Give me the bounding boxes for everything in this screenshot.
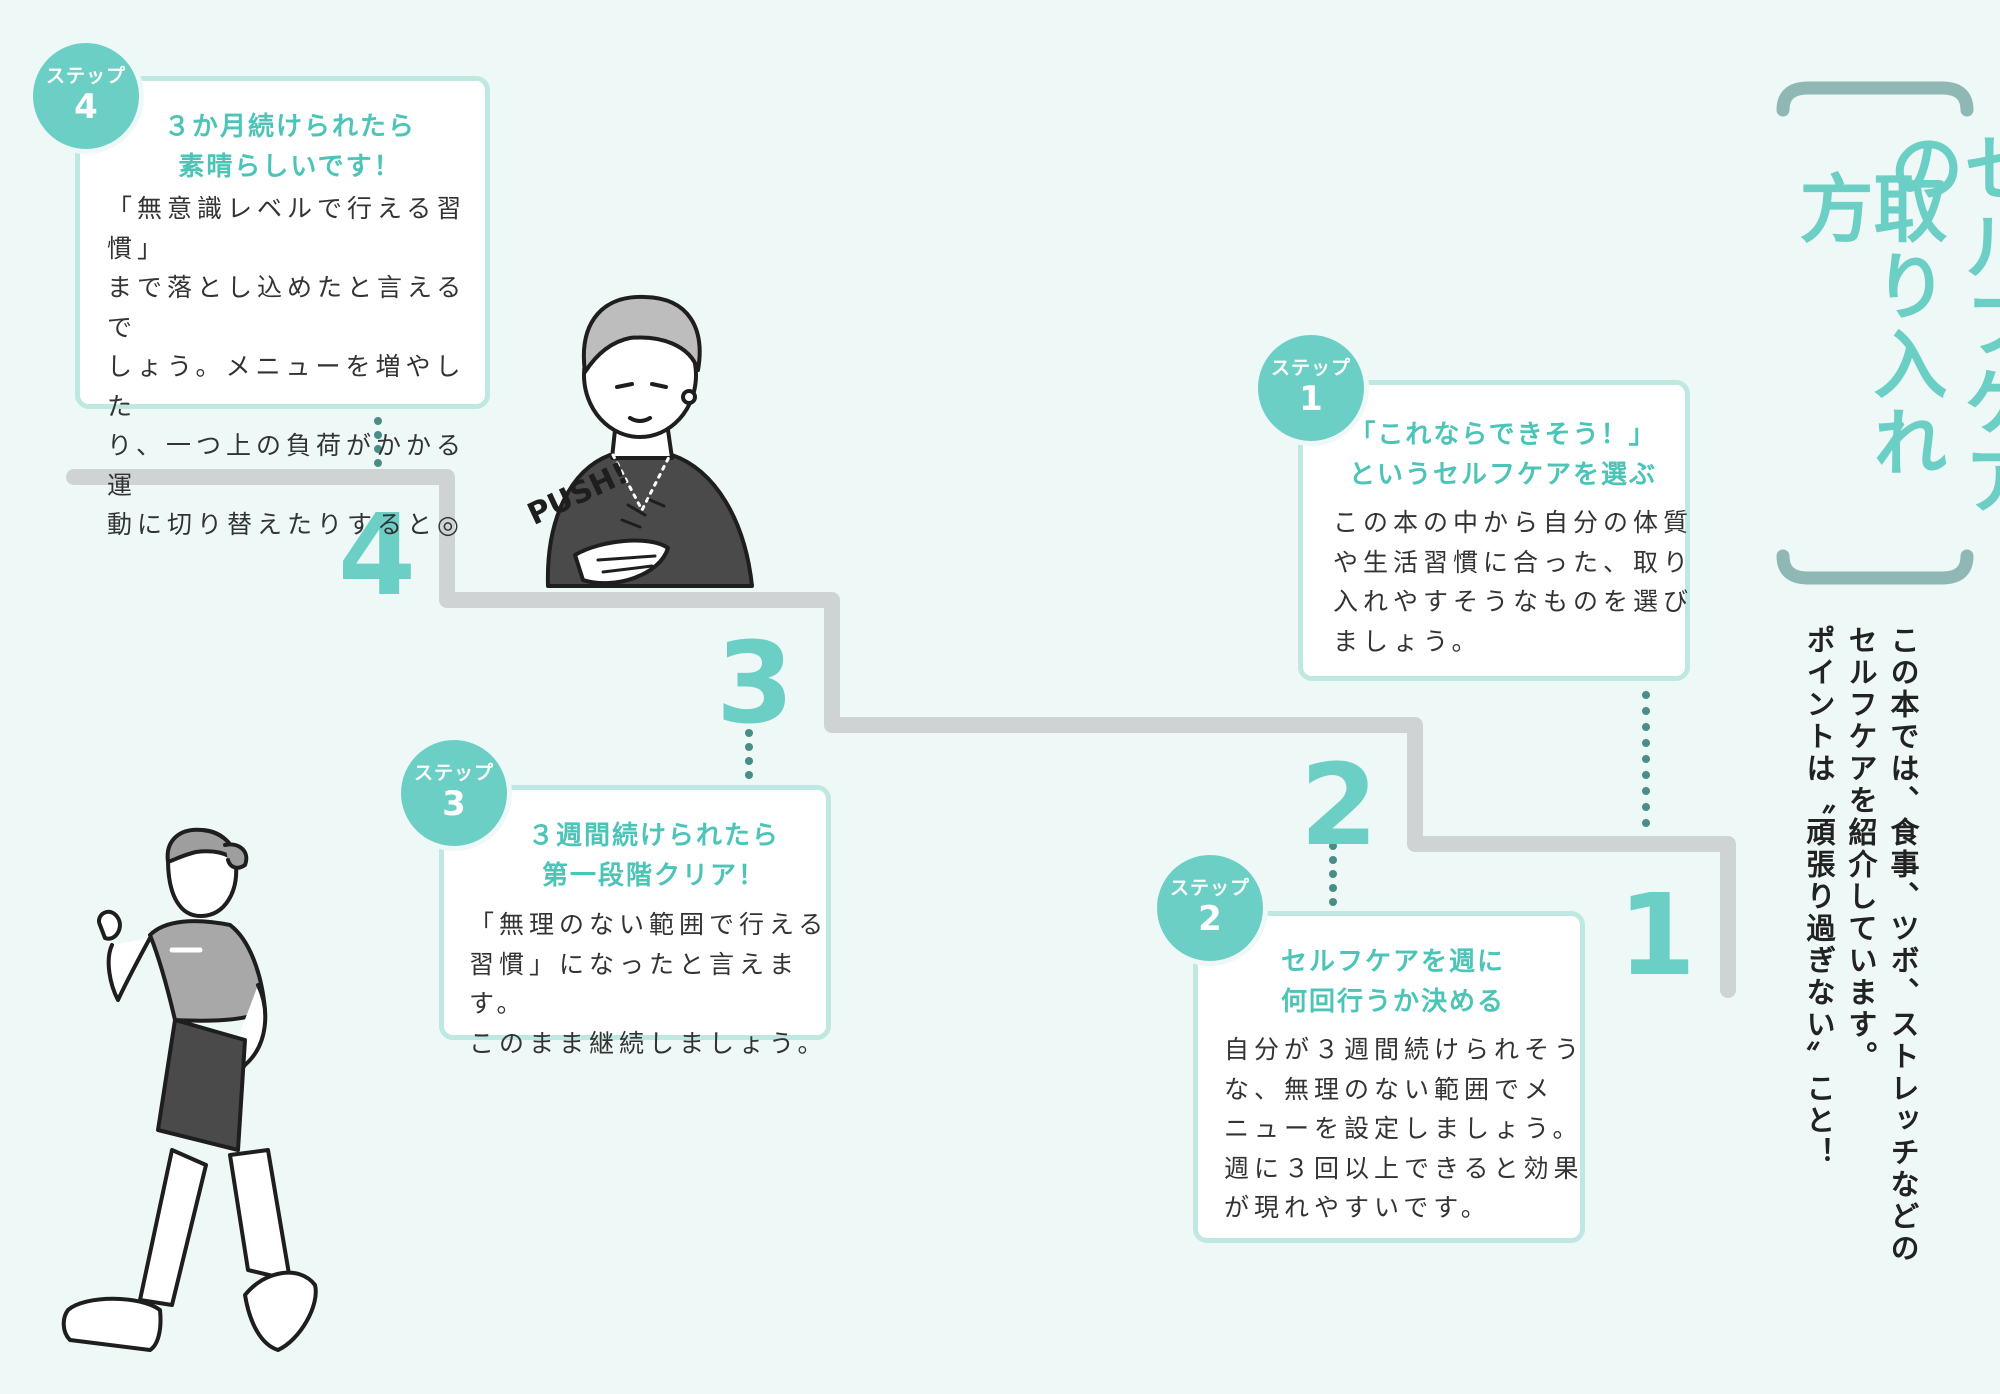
step-1-badge-label: ステップ	[1270, 357, 1351, 379]
step-2-body: 自分が３週間続けられそう な、無理のない範囲でメ ニューを設定しましょう。 週に…	[1224, 1035, 1585, 1222]
walking-woman-illustration	[61, 827, 318, 1352]
step-3-title: ３週間続けられたら 第一段階クリア！	[527, 821, 780, 891]
connector-step-4	[374, 417, 382, 467]
title-bracket	[1776, 81, 1974, 585]
step-3-body: 「無理のない範囲で行える 習慣」になったと言えます。 このまま継続しましょう。	[469, 910, 829, 1058]
step-2-title: セルフケアを週に 何回行うか決める	[1280, 947, 1505, 1017]
step-4-title: ３か月続けられたら 素晴らしいです！	[163, 112, 416, 182]
step-4-card: ３か月続けられたら 素晴らしいです！ 「無意識レベルで行える習慣」 まで落とし込…	[75, 76, 490, 539]
title-line-2: 取り入れ方	[1787, 170, 1947, 482]
step-2-badge: ステップ 2	[1152, 850, 1268, 966]
step-2-badge-label: ステップ	[1169, 877, 1250, 899]
description-line-2: セルフケアを紹介しています。	[1844, 625, 1878, 1073]
step-1-badge: ステップ 1	[1253, 330, 1369, 446]
step-2-badge-number: 2	[1198, 899, 1222, 939]
step-1-body: この本の中から自分の体質 や生活習慣に合った、取り 入れやすそうなものを選び ま…	[1333, 508, 1694, 656]
step-4-body: 「無意識レベルで行える習慣」 まで落とし込めたと言えるで しょう。メニューを増や…	[107, 194, 467, 539]
big-number-2: 2	[1300, 741, 1378, 871]
connector-step-3	[745, 729, 753, 779]
title-line-1: セルフケアの	[1877, 130, 2000, 520]
step-1-card: 「これならできそう！」 というセルフケアを選ぶ この本の中から自分の体質 や生活…	[1298, 380, 1690, 681]
step-2-card: セルフケアを週に 何回行うか決める 自分が３週間続けられそう な、無理のない範囲…	[1193, 911, 1585, 1243]
step-4-badge-label: ステップ	[45, 65, 126, 87]
description-line-3: ポイントは〝頑張り過ぎない〟こと！	[1802, 625, 1836, 1169]
description-line-1: この本では、食事、ツボ、ストレッチなどの	[1886, 625, 1920, 1265]
step-3-card: ３週間続けられたら 第一段階クリア！ 「無理のない範囲で行える 習慣」になったと…	[439, 785, 831, 1058]
step-4-badge: ステップ 4	[28, 38, 144, 154]
step-3-badge: ステップ 3	[396, 735, 512, 851]
step-4-badge-number: 4	[74, 87, 98, 127]
dotted-connectors	[374, 417, 1650, 906]
big-number-3: 3	[716, 619, 794, 749]
connector-step-2	[1329, 842, 1337, 906]
page-title: セルフケアの 取り入れ方	[1783, 130, 2000, 530]
big-number-1: 1	[1618, 871, 1696, 1001]
step-3-badge-number: 3	[442, 784, 466, 824]
woman-push-illustration	[545, 294, 754, 588]
step-3-badge-label: ステップ	[413, 762, 494, 784]
big-number-4: 4	[338, 491, 416, 621]
stair-line	[66, 469, 1736, 998]
step-1-title: 「これならできそう！」 というセルフケアを選ぶ	[1348, 420, 1657, 490]
step-1-badge-number: 1	[1299, 379, 1323, 419]
connector-step-1	[1642, 691, 1650, 827]
